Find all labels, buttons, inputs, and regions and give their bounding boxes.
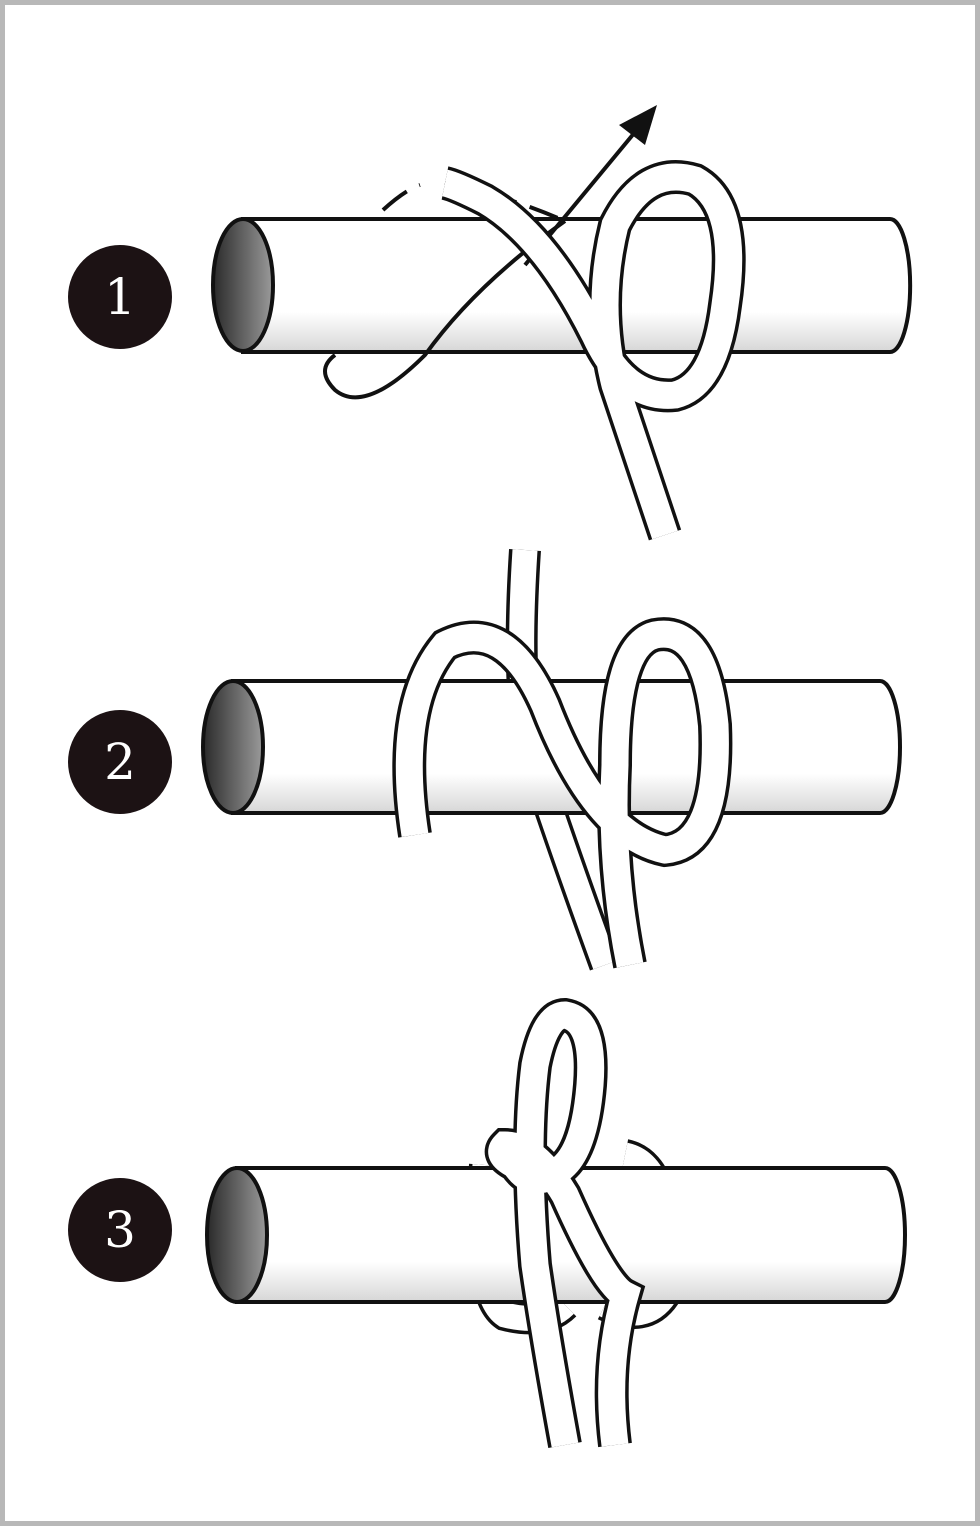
step-badge-1: [68, 245, 172, 349]
knot-diagram: 1 2 3: [68, 105, 913, 1449]
step-number-3: 3: [104, 1201, 136, 1259]
step-2: 2: [68, 548, 902, 971]
arrow-head-icon: [619, 105, 657, 145]
rope-1: [440, 160, 746, 541]
step-number-2: 2: [104, 733, 136, 791]
rope-3: [484, 997, 646, 1449]
step-badge-2: [68, 710, 172, 814]
step-number-1: 1: [104, 268, 136, 326]
rope-path-line: [323, 219, 567, 400]
rope-2: [392, 617, 733, 969]
step-badge-3: [68, 1178, 172, 1282]
step-3: 3: [68, 997, 907, 1449]
step-1: 1: [68, 105, 913, 541]
